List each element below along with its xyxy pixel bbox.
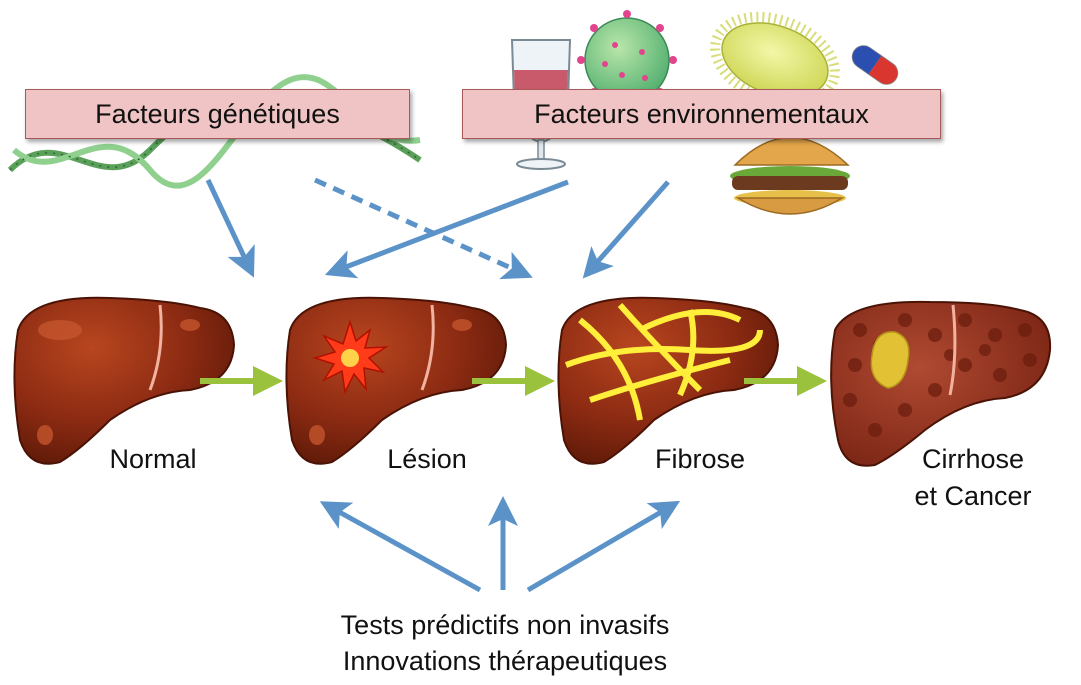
- stage-label-fibrose: Fibrose: [654, 444, 746, 474]
- stage-label-lesion: Lésion: [387, 444, 467, 474]
- fibrosis-bands: [564, 303, 763, 421]
- stage-label-cirrhose-line1: Cirrhose: [921, 444, 1025, 474]
- genetic-factors-box: Facteurs génétiques: [25, 89, 410, 139]
- arrow-env-to-fibrose: [582, 180, 670, 279]
- arrow-tests-to-fibrose: [526, 500, 681, 593]
- factor-arrows: [205, 177, 670, 280]
- intervention-arrows: [319, 496, 681, 593]
- arrow-genetic-to-normal: [205, 178, 255, 278]
- liver-lesion: [285, 296, 508, 465]
- burger-icon: [730, 136, 850, 215]
- liver-cirrhose: [830, 300, 1052, 467]
- liver-fibrose: [557, 296, 780, 465]
- stage-label-normal: Normal: [109, 444, 197, 474]
- bottom-label-innovations: Innovations thérapeutiques: [342, 646, 668, 676]
- arrow-env-to-lesion: [324, 179, 569, 279]
- stage-label-cirrhose-line2: et Cancer: [914, 481, 1032, 511]
- pill-capsule-icon: [851, 45, 899, 85]
- environmental-factors-box: Facteurs environnementaux: [462, 89, 941, 139]
- liver-normal: [13, 296, 236, 465]
- tumor-nodule: [870, 331, 910, 389]
- arrow-genetic-to-fibrose: [313, 177, 533, 280]
- bottom-label-tests: Tests prédictifs non invasifs: [340, 610, 670, 640]
- environmental-factors-label: Facteurs environnementaux: [534, 98, 869, 129]
- arrow-tests-to-lesion: [319, 501, 482, 593]
- genetic-factors-label: Facteurs génétiques: [95, 98, 340, 129]
